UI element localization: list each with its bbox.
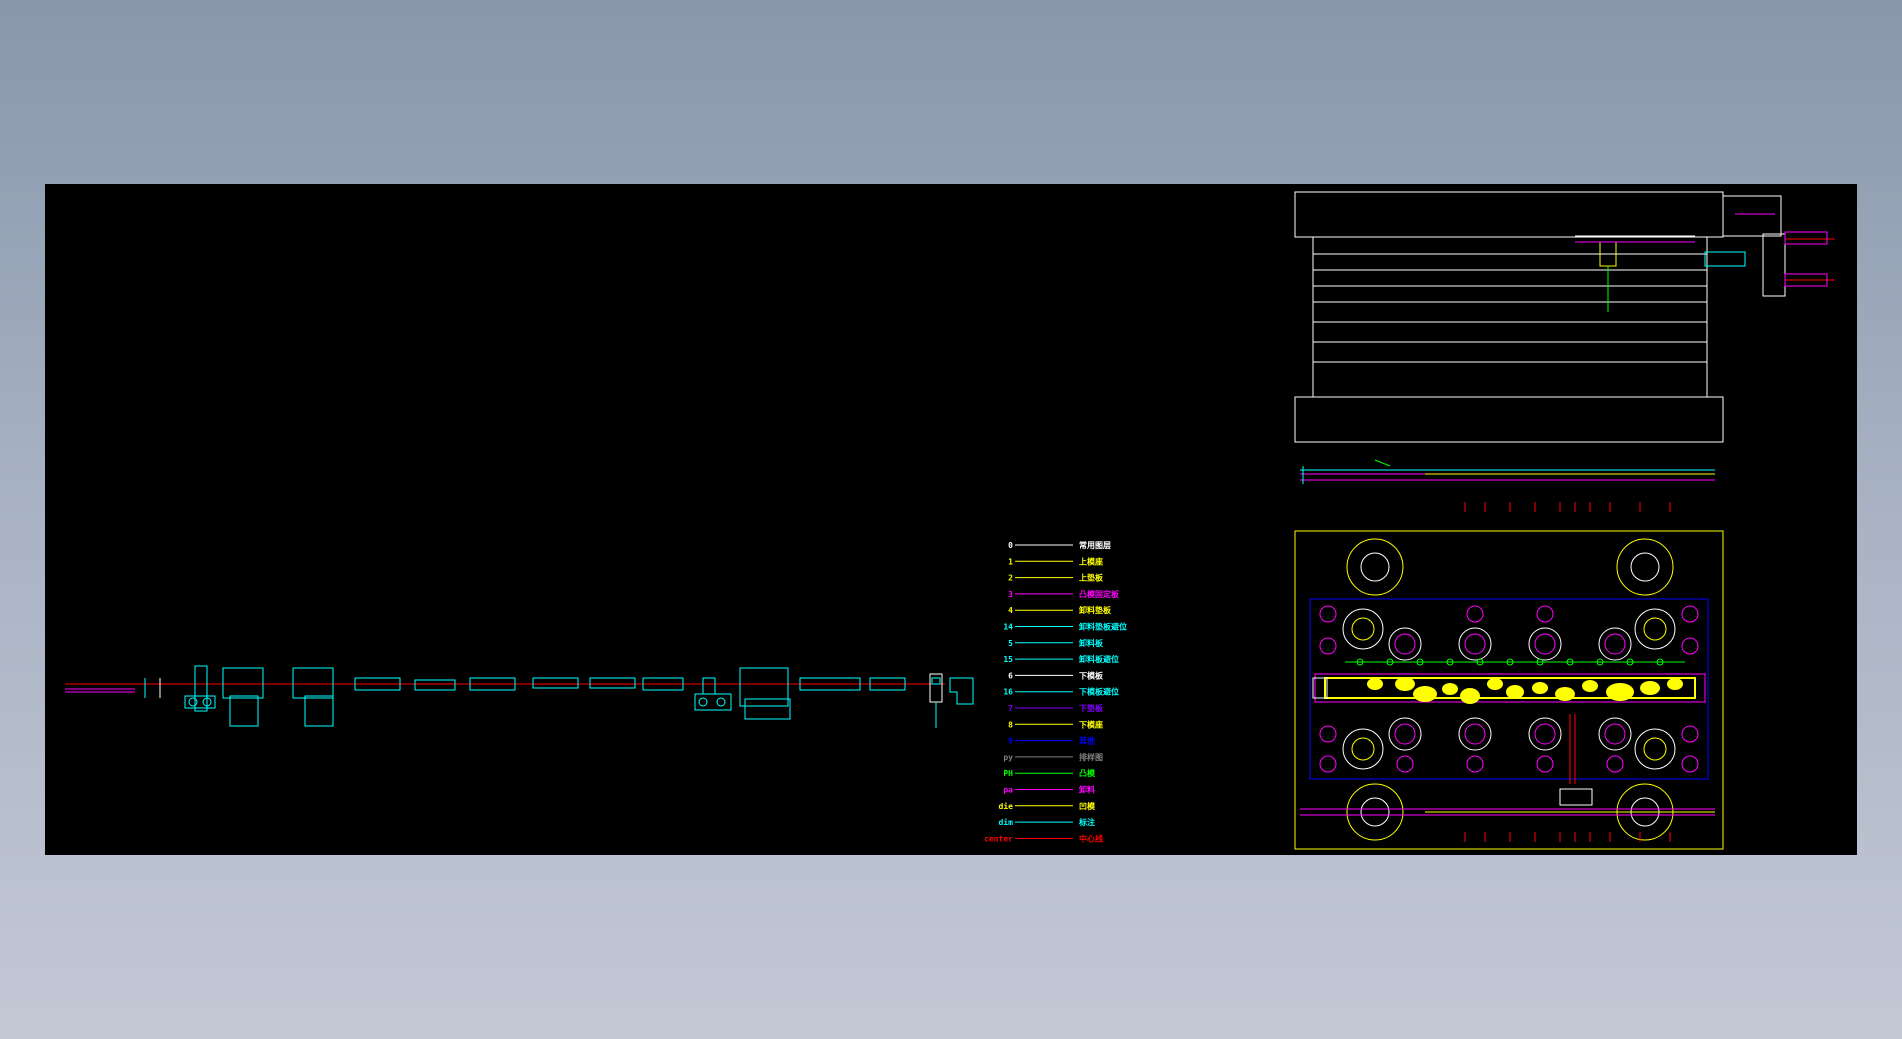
legend-layer-code: 0 [1008,541,1013,550]
mold-plan-view [1294,530,1724,850]
legend-layer-label: 排样图 [1079,752,1103,762]
strip-layout-view [65,665,974,728]
legend-layer-label: 上垫板 [1079,573,1104,583]
legend-layer-code: PH [1003,769,1013,778]
legend-layer-code: 14 [1003,623,1013,632]
legend-row: 8 下模座 [1008,719,1103,729]
legend-layer-code: 2 [1008,574,1013,583]
legend-layer-code: die [999,801,1014,811]
legend-layer-code: 15 [1003,655,1013,664]
legend-row: pa 卸料 [1003,785,1095,795]
legend-row: 0 常用图层 [1008,540,1111,550]
legend-layer-label: 其他 [1079,736,1095,746]
legend-layer-label: 常用图层 [1079,540,1111,550]
legend-row: 7 下垫板 [1008,703,1104,713]
legend-layer-label: 卸料 [1079,785,1095,795]
legend-layer-code: 8 [1008,720,1013,729]
legend-row: 15 卸料板避位 [1003,654,1119,664]
legend-layer-label: 凸模固定板 [1079,589,1120,599]
legend-layer-code: 4 [1008,606,1013,615]
legend-row: dim 标注 [999,817,1095,827]
legend-layer-code: 6 [1008,671,1013,680]
legend-row: 3 凸模固定板 [1008,589,1120,599]
legend-row: 1 上模座 [1008,556,1103,566]
legend-row: 2 上垫板 [1008,573,1104,583]
legend-row: 16 下模板避位 [1003,687,1119,697]
legend-layer-label: 下模座 [1079,719,1103,729]
legend-layer-code: pa [1003,786,1013,795]
legend-row: PH 凸模 [1003,768,1096,778]
legend-row: py 排样图 [1003,752,1103,762]
legend-layer-code: center [984,834,1013,843]
legend-row: 14 卸料垫板避位 [1003,622,1127,632]
legend-row: 4 卸料垫板 [1008,605,1112,615]
legend-row: 5 卸料板 [1008,638,1104,648]
legend-layer-label: 卸料板避位 [1079,654,1119,664]
legend-layer-label: 下模板避位 [1079,687,1119,697]
legend-layer-label: 标注 [1078,817,1095,827]
legend-layer-label: 下垫板 [1079,703,1104,713]
legend-layer-code: dim [999,817,1014,827]
legend-layer-label: 下模板 [1079,670,1104,680]
legend-layer-label: 卸料垫板避位 [1079,622,1127,632]
legend-layer-code: 16 [1003,688,1013,697]
legend-layer-code: 5 [1008,639,1013,648]
legend-layer-label: 卸料板 [1079,638,1104,648]
legend-layer-code: py [1003,753,1013,762]
legend-layer-label: 上模座 [1079,556,1103,566]
legend-layer-label: 中心线 [1079,833,1103,843]
legend-layer-label: 卸料垫板 [1079,605,1112,615]
legend-layer-code: 7 [1008,704,1013,713]
legend-layer-code: 9 [1008,737,1013,746]
legend-layer-code: 1 [1008,557,1013,566]
cad-drawing-canvas[interactable]: 0 常用图层 1 上模座 2 上垫板 3 凸模固定板 4 卸料垫板 14 卸料垫板避位 5 卸料板 15 卸料… [45,184,1857,855]
layer-legend: 0 常用图层 1 上模座 2 上垫板 3 凸模固定板 4 卸料垫板 14 卸料垫板避位 5 卸料板 15 卸料… [984,540,1127,843]
legend-layer-label: 凹模 [1079,801,1096,811]
legend-row: die 凹模 [999,801,1096,811]
legend-row: center 中心线 [984,833,1103,843]
cad-drawing: 0 常用图层 1 上模座 2 上垫板 3 凸模固定板 4 卸料垫板 14 卸料垫板避位 5 卸料板 15 卸料… [65,191,1835,850]
legend-row: 9 其他 [1008,736,1095,746]
legend-row: 6 下模板 [1008,670,1104,680]
legend-layer-code: 3 [1008,590,1013,599]
mold-side-view [1294,191,1835,512]
legend-layer-label: 凸模 [1079,768,1096,778]
